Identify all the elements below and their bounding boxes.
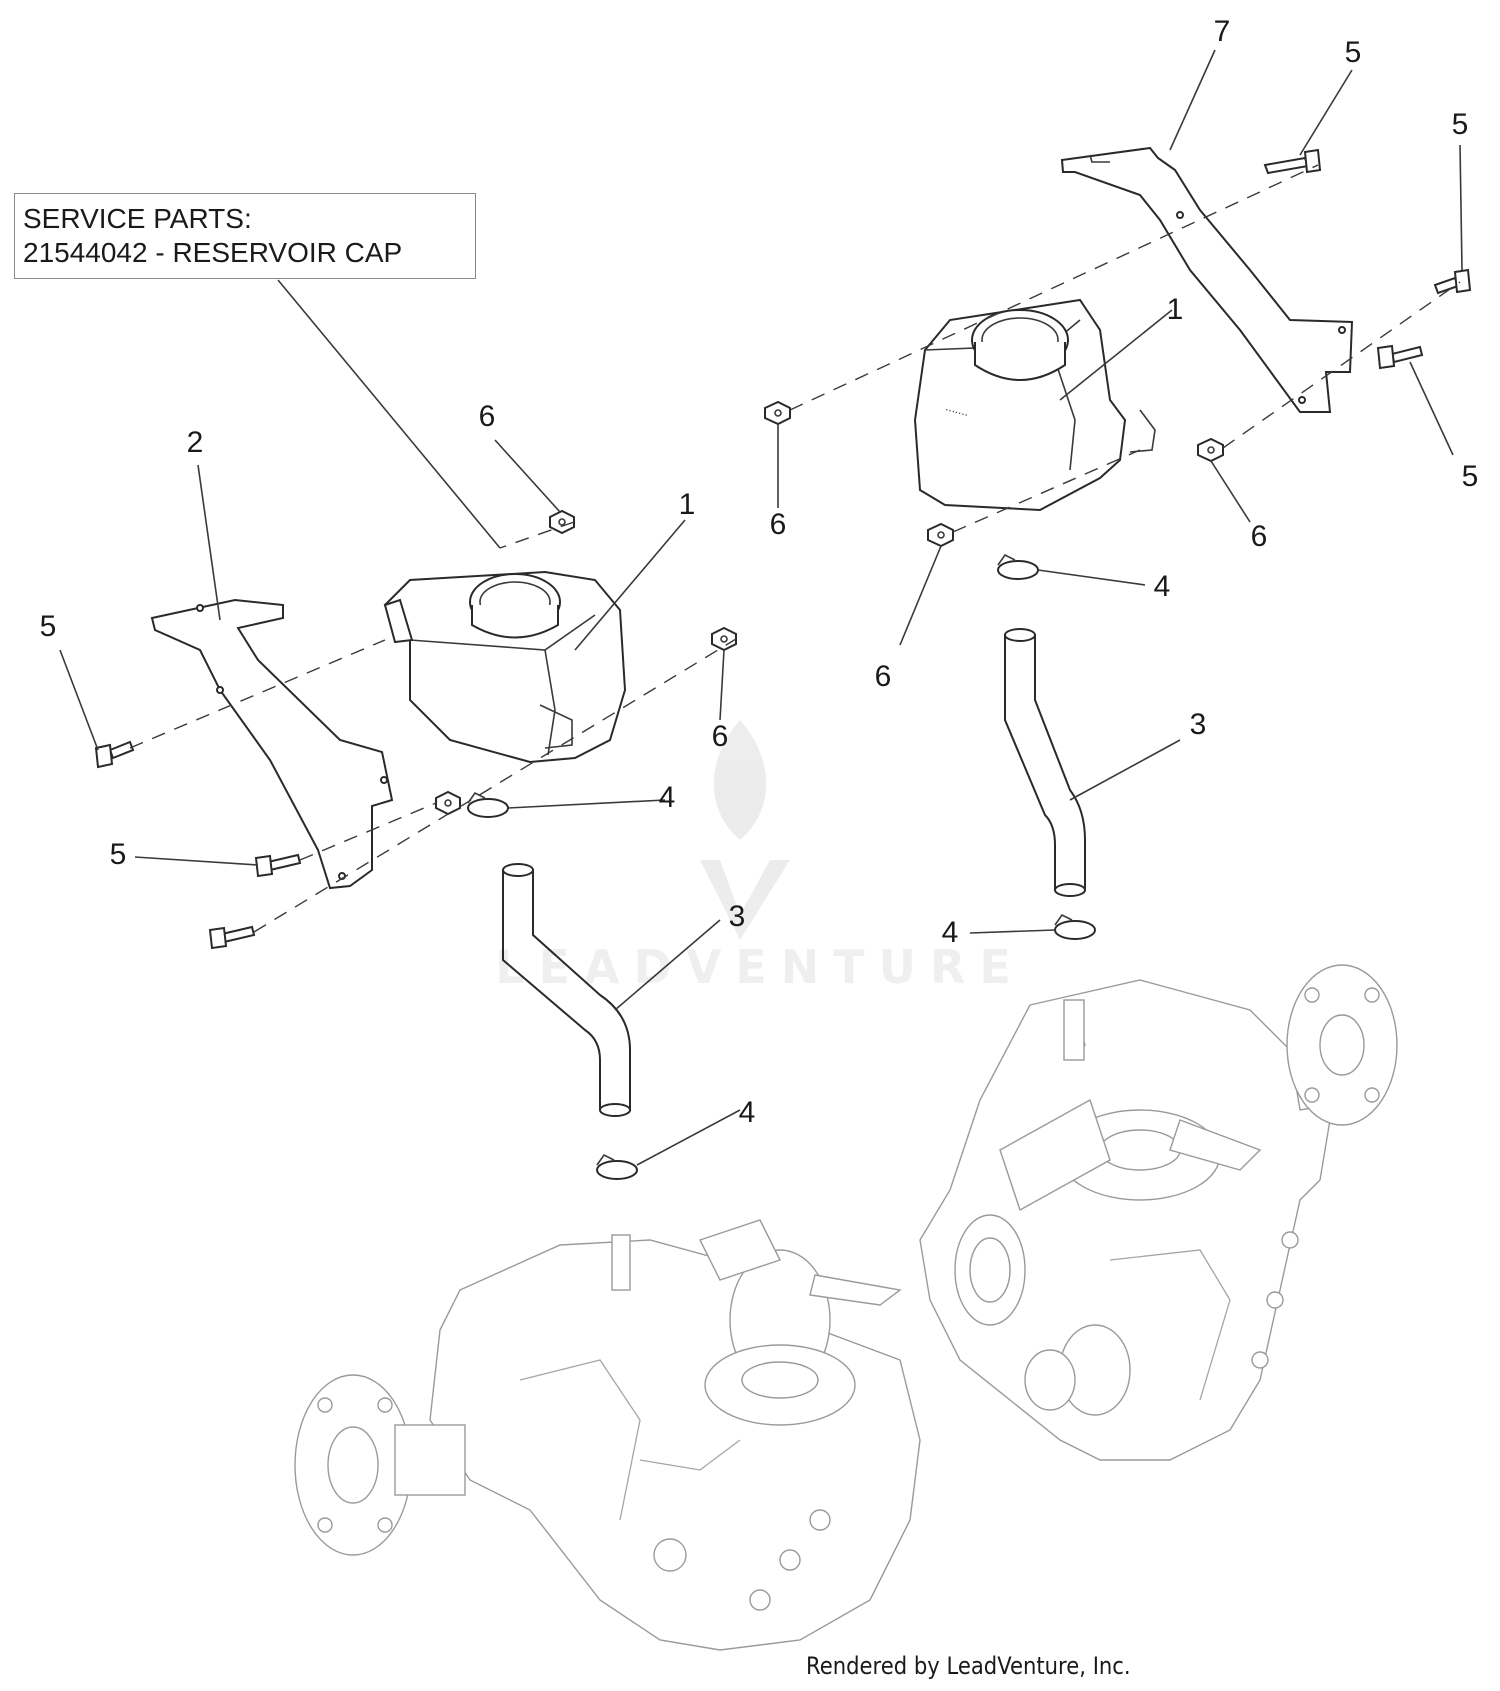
nut-left-top — [549, 509, 575, 535]
callout-5: 5 — [39, 610, 57, 643]
watermark-logo — [700, 720, 790, 940]
nut-right-top — [764, 400, 791, 426]
rendered-by-credit: Rendered by LeadVenture, Inc. — [806, 1652, 1131, 1680]
callout-1: 1 — [1166, 293, 1184, 326]
bolt-left-mid — [254, 853, 302, 878]
callout-7: 7 — [1213, 15, 1231, 48]
callout-6: 6 — [1250, 520, 1268, 553]
callout-6: 6 — [769, 508, 787, 541]
svg-text:.......: ....... — [944, 399, 970, 419]
bolt-right-top — [1263, 148, 1322, 175]
nut-left-mid — [711, 626, 737, 652]
watermark-text: LEADVENTURE — [495, 940, 1025, 994]
hose-clamp-left-lower — [596, 1153, 638, 1180]
assembly-line — [952, 449, 1141, 533]
transaxle-left — [294, 1219, 921, 1651]
hose-clamp-right-lower — [1054, 913, 1096, 940]
hose-clamp-right-upper — [997, 553, 1039, 580]
reservoir-tank-left — [383, 570, 627, 764]
callout-4: 4 — [738, 1096, 756, 1129]
callout-5: 5 — [1344, 36, 1362, 69]
callout-4: 4 — [1153, 570, 1171, 603]
callout-6: 6 — [711, 720, 729, 753]
assembly-line — [299, 802, 437, 861]
hose-clamp-left-upper — [467, 791, 509, 818]
transaxle-right — [919, 964, 1398, 1461]
callout-3: 3 — [728, 900, 746, 933]
service-parts-note: SERVICE PARTS: 21544042 - RESERVOIR CAP — [14, 193, 476, 279]
assembly-line — [499, 521, 575, 549]
callout-5: 5 — [1451, 108, 1469, 141]
nut-right-low — [927, 522, 954, 548]
note-leader-line — [277, 279, 501, 549]
bolt-left-upper — [94, 740, 135, 769]
bracket-2 — [150, 598, 394, 890]
callout-5: 5 — [1461, 460, 1479, 493]
assembly-line — [1222, 281, 1461, 449]
bolt-right-lower — [1376, 344, 1424, 370]
bolt-right-upper — [1433, 268, 1472, 295]
bolt-left-lower — [208, 925, 256, 950]
assembly-line — [789, 164, 1319, 411]
hose-left — [502, 863, 631, 1117]
callout-1: 1 — [678, 488, 696, 521]
callout-6: 6 — [478, 400, 496, 433]
service-parts-heading: SERVICE PARTS: — [23, 203, 252, 234]
callout-3: 3 — [1189, 708, 1207, 741]
callout-5: 5 — [109, 838, 127, 871]
leader-lines — [59, 49, 1463, 1166]
reservoir-tank-right: ....... — [913, 298, 1156, 512]
callout-4: 4 — [658, 781, 676, 814]
nut-left-low — [435, 790, 461, 816]
service-parts-item: 21544042 - RESERVOIR CAP — [23, 237, 403, 268]
callout-6: 6 — [874, 660, 892, 693]
bracket-7 — [1060, 146, 1354, 413]
hose-right — [1004, 628, 1086, 897]
callout-2: 2 — [186, 426, 204, 459]
callout-4: 4 — [941, 916, 959, 949]
nut-right-mid — [1197, 437, 1224, 463]
